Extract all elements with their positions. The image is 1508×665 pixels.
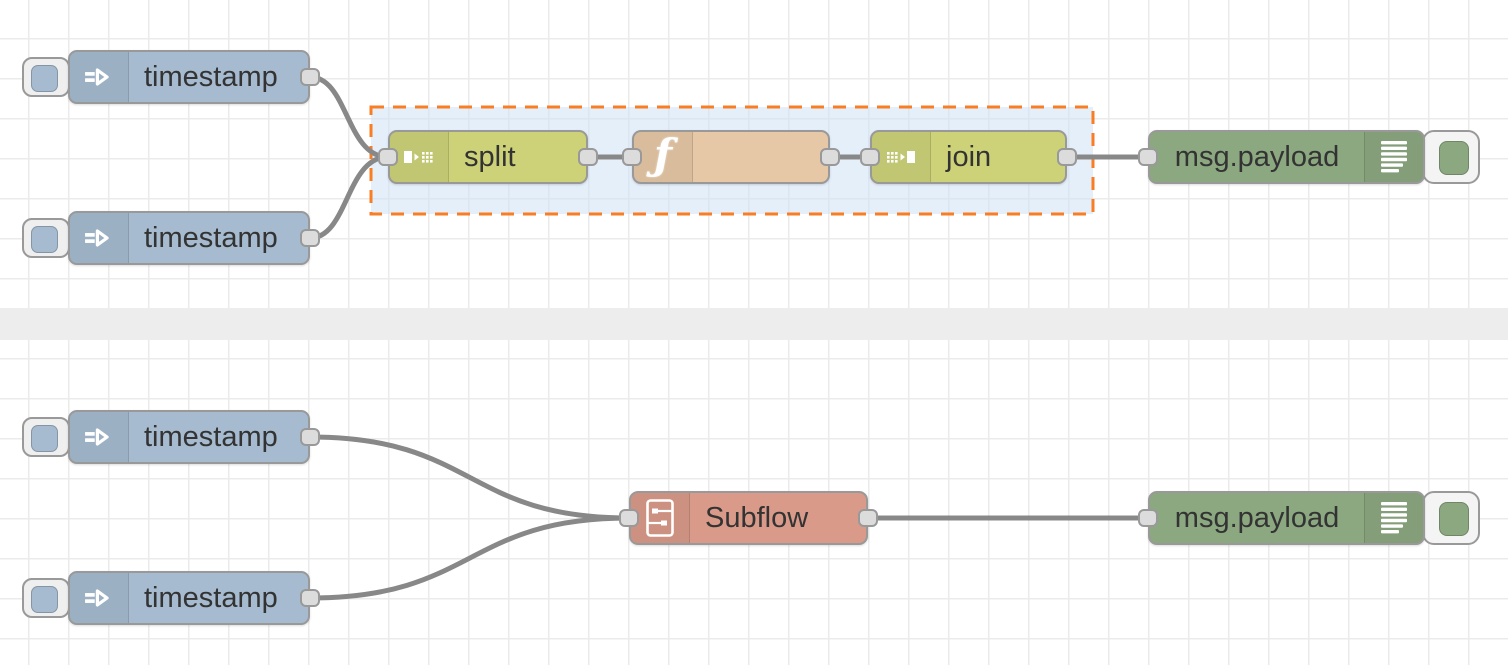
join-icon (887, 151, 915, 163)
inject-button-pad (31, 586, 58, 613)
function-node[interactable]: ƒ (632, 130, 830, 184)
node-label: timestamp (144, 61, 278, 93)
join-node[interactable]: join (870, 130, 1067, 184)
node-label: timestamp (144, 582, 278, 614)
node-icon-region (390, 132, 449, 182)
inject-arrow-icon (85, 68, 109, 86)
node-label: split (464, 141, 516, 173)
split-node[interactable]: split (388, 130, 588, 184)
node-label: join (946, 141, 992, 173)
inject-button[interactable] (22, 218, 70, 258)
node-icon-region (1364, 493, 1423, 543)
node-label: msg.payload (1174, 502, 1340, 534)
subflow-node[interactable]: Subflow (629, 491, 868, 545)
debug-node[interactable]: msg.payload (1148, 491, 1425, 545)
wire-inject4-subflow[interactable] (307, 515, 632, 601)
inject-button-pad (31, 65, 58, 92)
subflow-icon (646, 499, 674, 537)
inject-arrow-icon (85, 589, 109, 607)
output-port[interactable] (858, 509, 878, 527)
inject-node[interactable]: timestamp (68, 410, 310, 464)
output-port[interactable] (300, 68, 320, 86)
node-label: timestamp (144, 421, 278, 453)
debug-toggle-pad (1439, 141, 1469, 175)
node-icon-region (1364, 132, 1423, 182)
output-port[interactable] (578, 148, 598, 166)
wire-inject3-subflow[interactable] (307, 434, 632, 521)
debug-toggle-button[interactable] (1422, 130, 1480, 184)
input-port[interactable] (860, 148, 880, 166)
debug-toggle-button[interactable] (1422, 491, 1480, 545)
input-port[interactable] (622, 148, 642, 166)
output-port[interactable] (820, 148, 840, 166)
wire-inject2-split[interactable] (307, 154, 391, 241)
output-port[interactable] (300, 589, 320, 607)
debug-list-icon (1381, 502, 1407, 534)
node-icon-region (872, 132, 931, 182)
node-label (693, 132, 828, 182)
inject-arrow-icon (85, 229, 109, 247)
node-icon-region: ƒ (634, 132, 693, 182)
output-port[interactable] (300, 229, 320, 247)
node-label: timestamp (144, 222, 278, 254)
debug-toggle-pad (1439, 502, 1469, 536)
input-port[interactable] (1138, 148, 1158, 166)
function-f-icon: ƒ (653, 130, 673, 179)
inject-button[interactable] (22, 578, 70, 618)
node-icon-region (70, 213, 129, 263)
inject-button[interactable] (22, 417, 70, 457)
node-icon-region (70, 573, 129, 623)
inject-node[interactable]: timestamp (68, 571, 310, 625)
node-icon-region (70, 52, 129, 102)
input-port[interactable] (378, 148, 398, 166)
flow-separator (0, 308, 1508, 340)
node-label: msg.payload (1174, 141, 1340, 173)
inject-button-pad (31, 226, 58, 253)
node-icon-region (70, 412, 129, 462)
inject-node[interactable]: timestamp (68, 211, 310, 265)
input-port[interactable] (1138, 509, 1158, 527)
input-port[interactable] (619, 509, 639, 527)
inject-button-pad (31, 425, 58, 452)
output-port[interactable] (300, 428, 320, 446)
split-icon (404, 151, 433, 163)
output-port[interactable] (1057, 148, 1077, 166)
inject-arrow-icon (85, 428, 109, 446)
node-icon-region (631, 493, 690, 543)
inject-button[interactable] (22, 57, 70, 97)
debug-list-icon (1381, 141, 1407, 173)
wire-inject1-split[interactable] (307, 74, 391, 160)
debug-node[interactable]: msg.payload (1148, 130, 1425, 184)
inject-node[interactable]: timestamp (68, 50, 310, 104)
node-label: Subflow (705, 502, 809, 534)
